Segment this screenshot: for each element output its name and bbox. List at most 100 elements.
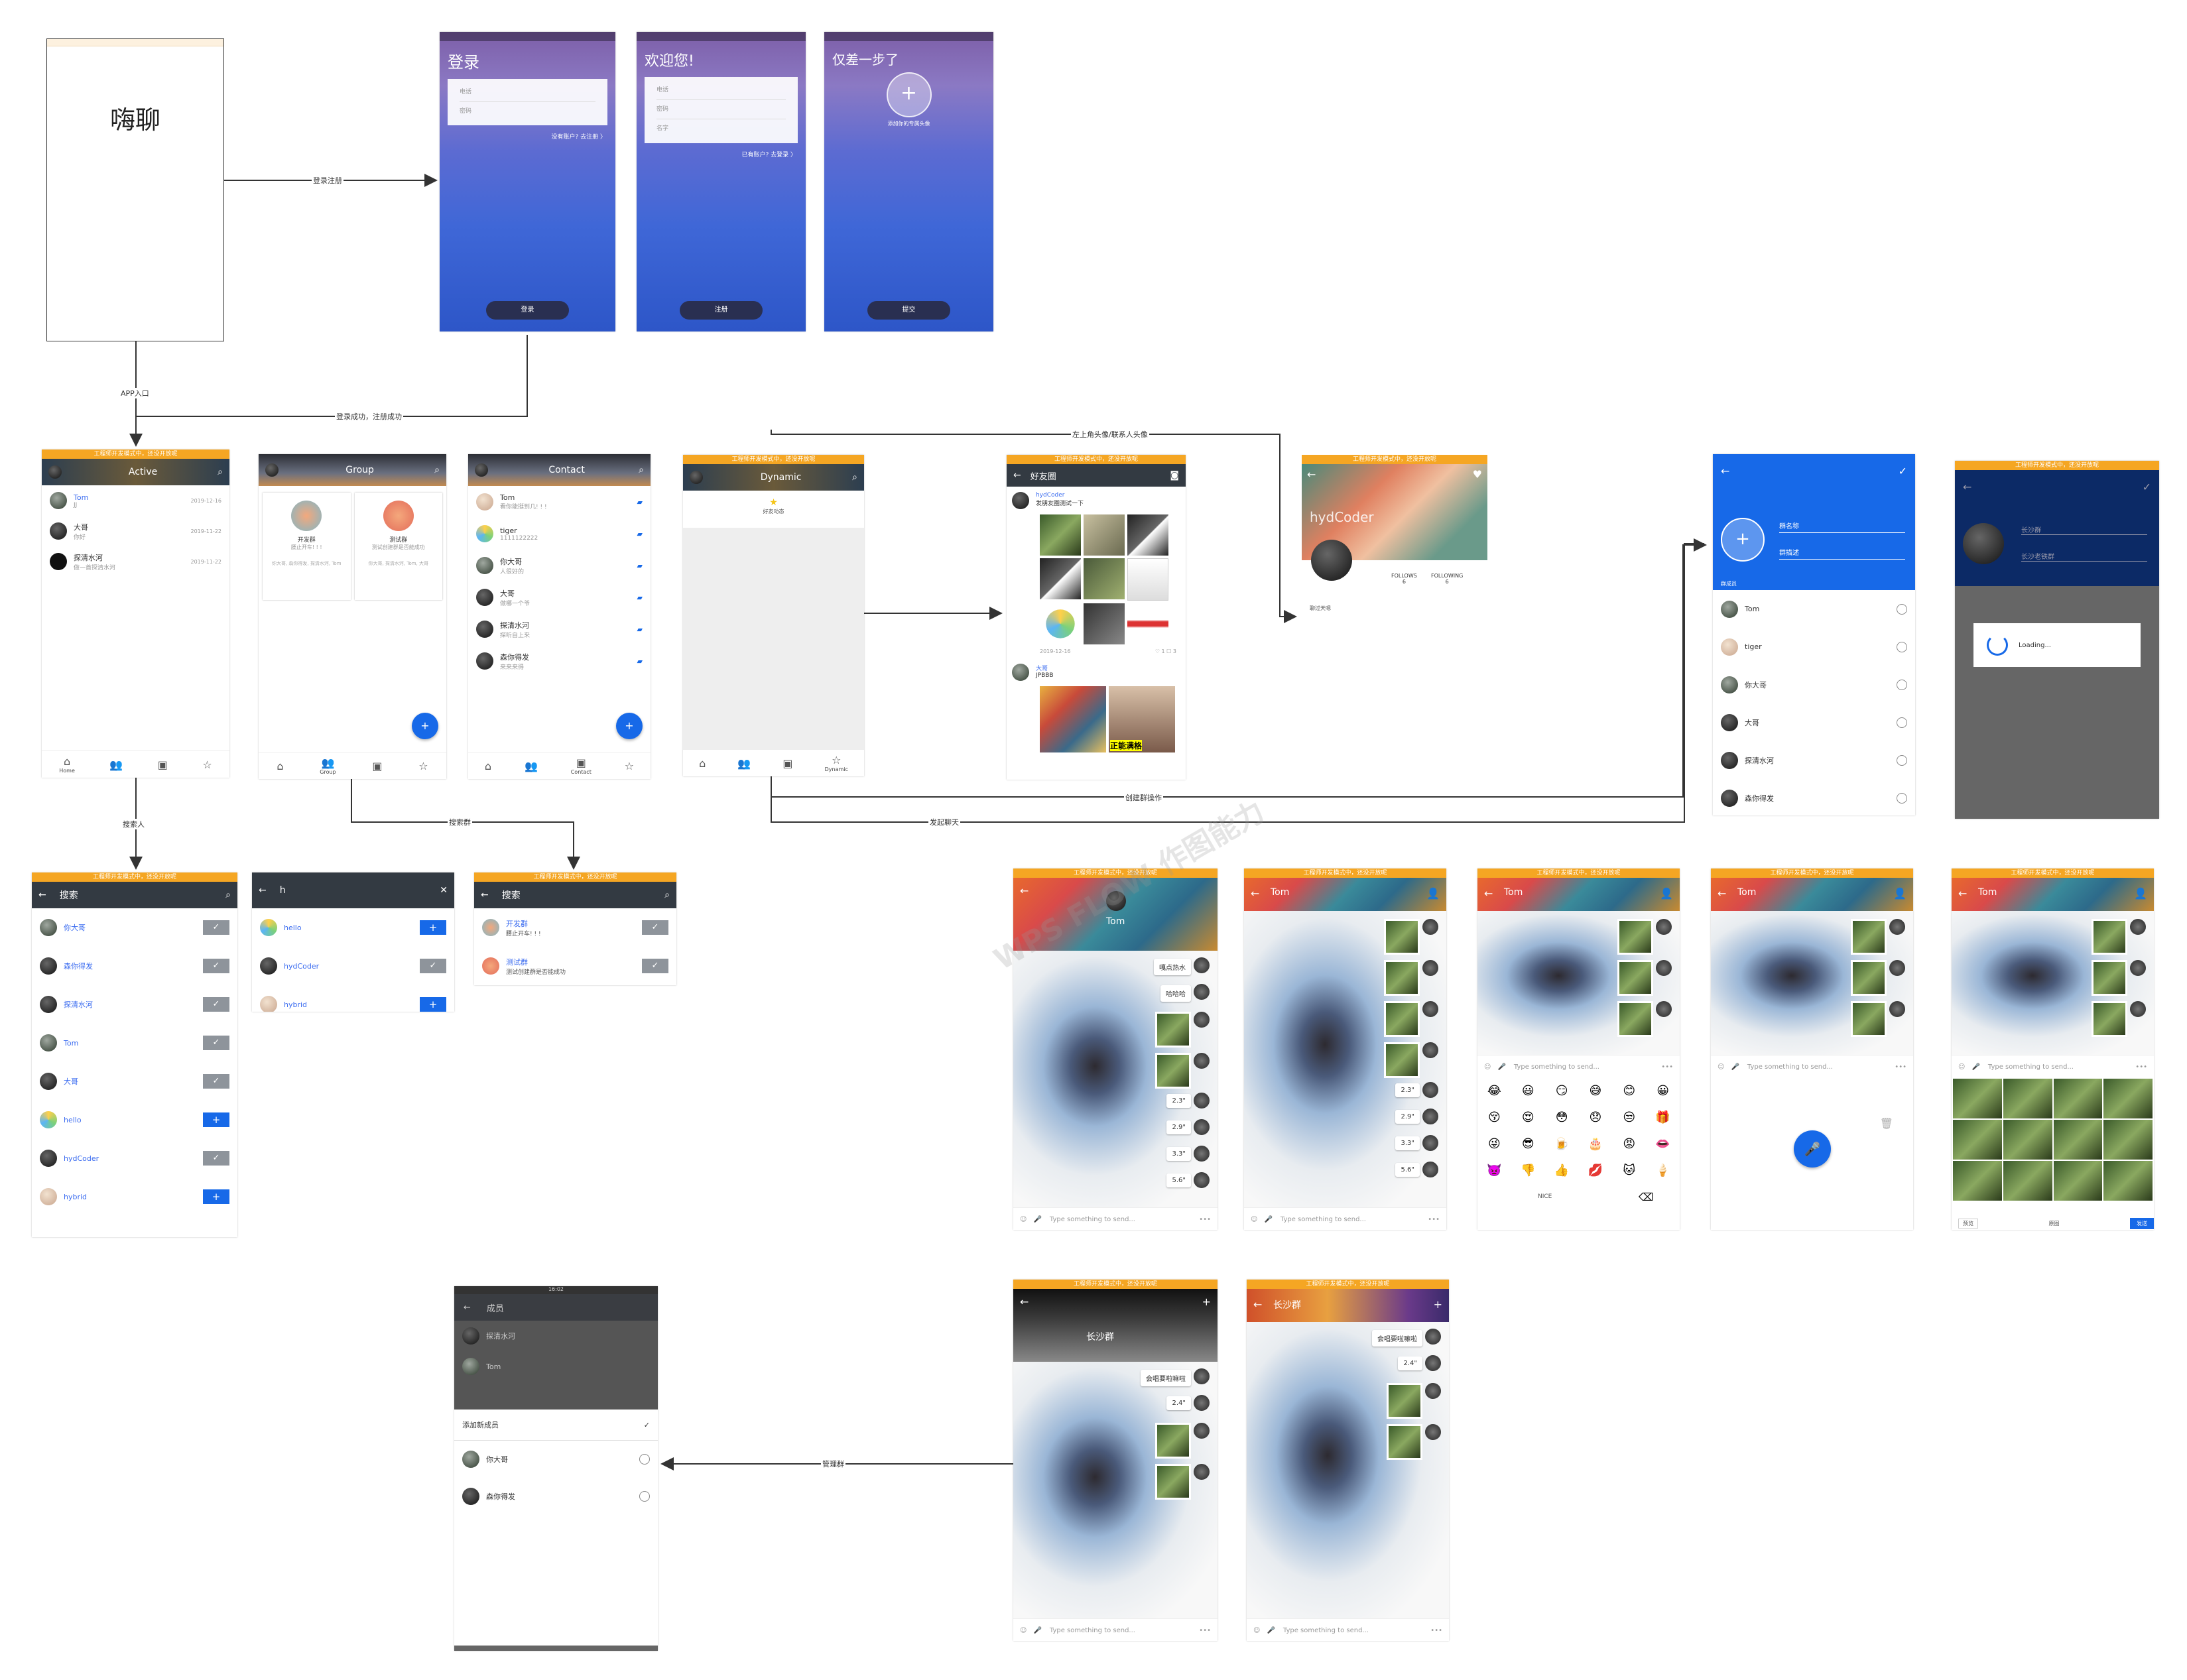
select-radio[interactable] [1897,679,1907,690]
voice-bubble[interactable]: 3.3" [1395,1136,1420,1150]
added-check[interactable]: ✓ [420,959,446,973]
add-icon[interactable]: + [1433,1298,1442,1311]
message-input[interactable]: Type something to send... [1280,1215,1366,1223]
message-icon[interactable]: ▰ [637,529,643,538]
back-icon[interactable]: ← [1251,887,1260,900]
back-icon[interactable]: ← [464,1302,471,1313]
tab-home[interactable]: ⌂Home [59,755,75,774]
joined-check[interactable]: ✓ [642,920,668,935]
post-image[interactable] [1046,609,1075,638]
voice-bubble[interactable]: 2.3" [1166,1094,1191,1108]
profile-icon[interactable]: 👤 [1426,887,1440,900]
tab-contact[interactable]: ▣Contact [570,756,592,775]
select-radio[interactable] [1897,603,1907,615]
reg-name-field[interactable]: 名字 [656,125,669,132]
back-icon[interactable]: ← [259,885,267,896]
tab-group[interactable]: 👥Group [320,756,336,775]
send-msg-link[interactable]: 聊过天嗯 [1310,605,1331,611]
select-radio[interactable] [1897,717,1907,728]
tab-dynamic[interactable]: ☆ [202,758,212,771]
list-item[interactable]: 大哥✓ [32,1062,237,1101]
image-message[interactable] [2092,1001,2127,1037]
add-friend-button[interactable]: + [420,920,446,935]
album-photo[interactable] [2003,1120,2052,1160]
camera-icon[interactable]: ◙ [1170,470,1179,481]
search-icon[interactable]: ⌕ [639,465,644,475]
back-icon[interactable]: ← [1020,884,1029,897]
list-item[interactable]: hello+ [32,1101,237,1139]
list-item[interactable]: hybrid+ [252,985,454,1012]
search-input[interactable]: 搜索 [59,890,78,901]
emoji-key[interactable]: 🍺 [1554,1136,1570,1151]
album-photo[interactable] [2003,1079,2052,1118]
back-icon[interactable]: ← [1718,887,1727,900]
my-avatar[interactable] [48,465,62,479]
list-item[interactable]: hydCoder✓ [32,1139,237,1177]
added-check[interactable]: ✓ [203,1151,229,1166]
emoji-icon[interactable]: ☺ [1020,1626,1027,1634]
more-icon[interactable]: ••• [1661,1063,1673,1071]
login-button[interactable]: 登录 [486,301,569,320]
chat-bubble[interactable]: 会唱要啦嘛啦 [1141,1370,1191,1386]
image-message[interactable] [1384,1001,1420,1037]
image-message[interactable] [1387,1383,1422,1419]
post-image[interactable] [1040,686,1106,752]
image-message[interactable] [1851,1001,1887,1037]
tab-contact[interactable]: ▣ [782,756,793,770]
message-input[interactable]: Type something to send... [1282,1626,1369,1634]
profile-icon[interactable]: 👤 [2134,887,2147,900]
added-check[interactable]: ✓ [203,959,229,973]
list-item[interactable]: 森你得发 [454,1478,658,1515]
post-image[interactable] [1127,514,1168,556]
image-message[interactable] [1387,1424,1422,1460]
voice-bubble[interactable]: 3.3" [1166,1147,1191,1161]
emoji-key[interactable]: 💋 [1588,1163,1603,1177]
list-item[interactable]: Tom [1713,590,1915,628]
message-input[interactable]: Type something to send... [1987,1063,2074,1071]
added-check[interactable]: ✓ [203,1074,229,1089]
list-item[interactable]: 探清水河探听自上来▰ [468,613,651,645]
tab-home[interactable]: ⌂ [484,759,492,772]
tab-home[interactable]: ⌂ [699,756,706,770]
trash-icon[interactable]: 🗑 [1879,1117,1893,1130]
group-card[interactable]: 开发群 腰止开车! ! ! 你大哥, 森你得发, 探清水河, Tom [263,493,351,600]
emoji-key[interactable]: 👄 [1655,1136,1670,1151]
list-item[interactable]: hydCoder✓ [252,947,454,985]
emoji-icon[interactable]: ☺ [1958,1063,1966,1071]
profile-icon[interactable]: 👤 [1893,887,1906,900]
tab-home[interactable]: ⌂ [277,759,284,772]
back-icon[interactable]: ← [1020,1295,1029,1308]
search-icon[interactable]: ⌕ [434,465,440,475]
list-item[interactable]: 森你得发来来来得▰ [468,645,651,677]
have-account-link[interactable]: 已有账户? 去登录 〉 [741,152,797,158]
search-input[interactable]: 搜索 [501,890,521,901]
register-button[interactable]: 注册 [680,301,763,320]
clear-icon[interactable]: ✕ [440,885,448,896]
emoji-icon[interactable]: ☺ [1484,1063,1491,1071]
tab-dynamic[interactable]: ☆ [418,759,428,772]
album-photo[interactable] [2103,1120,2153,1160]
post-image[interactable] [1084,558,1125,599]
message-icon[interactable]: ▰ [637,497,643,507]
tab-dynamic[interactable]: ☆ [624,759,635,772]
peer-avatar[interactable] [1106,891,1126,911]
list-item[interactable]: 探清水河 [454,1321,658,1351]
moments-entry[interactable]: ★好友动态 [683,491,864,515]
select-radio[interactable] [1897,641,1907,652]
back-icon[interactable]: ← [1253,1298,1263,1311]
search-icon[interactable]: ⌕ [225,890,231,900]
add-friend-button[interactable]: + [420,997,446,1012]
add-icon[interactable]: + [1202,1295,1211,1308]
search-icon[interactable]: ⌕ [664,890,670,900]
more-icon[interactable]: ••• [1199,1215,1211,1223]
post-image[interactable] [1084,514,1125,556]
message-input[interactable]: Type something to send... [1049,1626,1135,1634]
emoji-icon[interactable]: ☺ [1020,1215,1027,1223]
album-photo[interactable] [2103,1079,2153,1118]
avatar[interactable] [1012,492,1029,509]
record-button[interactable]: 🎤 [1794,1130,1831,1168]
emoji-key[interactable]: 🍦 [1655,1163,1670,1177]
list-item[interactable]: 大哥 [1713,703,1915,741]
emoji-icon[interactable]: ☺ [1251,1215,1258,1223]
